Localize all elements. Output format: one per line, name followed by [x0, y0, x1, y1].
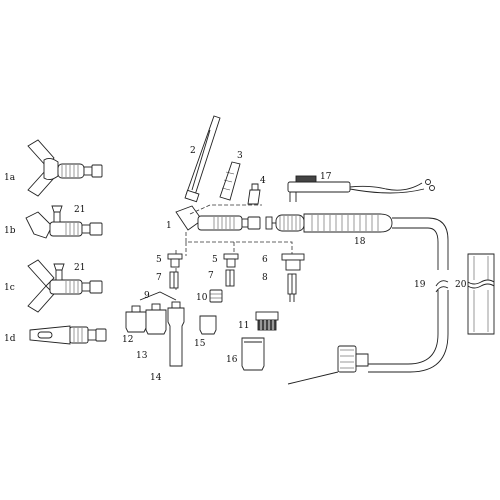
part-13-nozzle-long: [145, 303, 167, 335]
part-20-cover: [467, 253, 495, 335]
label-9: 9: [144, 291, 150, 301]
label-1c: 1c: [4, 283, 15, 293]
label-4: 4: [260, 176, 266, 186]
label-20: 20: [455, 280, 467, 290]
label-5-left: 5: [156, 255, 162, 265]
label-8: 8: [262, 273, 268, 283]
label-1a: 1a: [4, 173, 16, 183]
part-2-long-back-cap: [184, 115, 221, 203]
part-1-torch-body: [175, 205, 261, 231]
label-1b: 1b: [4, 226, 16, 236]
part-16-large-ceramic-nozzle: [241, 337, 265, 371]
part-10-collet-body: [209, 289, 223, 303]
part-15-short-nozzle: [199, 315, 217, 335]
part-5-left-collet-body-ring: [167, 253, 183, 268]
label-14: 14: [150, 373, 162, 383]
part-19-hose-assembly: [368, 217, 449, 373]
label-5-middle: 5: [212, 255, 218, 265]
label-7-left: 7: [156, 273, 162, 283]
part-hose-nut: [287, 345, 369, 385]
leader-9: [139, 291, 177, 301]
label-19: 19: [414, 280, 426, 290]
label-2: 2: [190, 146, 196, 156]
label-1d: 1d: [4, 334, 16, 344]
label-15: 15: [194, 339, 206, 349]
part-17-control-switch: [287, 175, 435, 202]
part-5-middle-collet-body-ring: [223, 253, 239, 268]
label-16: 16: [226, 355, 238, 365]
label-3: 3: [237, 151, 243, 161]
part-3-medium-back-cap: [219, 161, 241, 201]
part-1b-valve-torch-body: [25, 205, 103, 239]
part-4-short-back-cap: [247, 183, 261, 205]
label-10: 10: [196, 293, 208, 303]
part-7-middle-collet: [225, 269, 235, 287]
part-7-left-collet: [169, 271, 179, 289]
label-21-bottom: 21: [74, 263, 85, 273]
part-18-handle-grip: [303, 213, 428, 233]
label-12: 12: [122, 335, 133, 345]
part-1a-double-torch-body: [27, 139, 103, 197]
part-8-gas-lens-collet: [287, 273, 297, 302]
part-14-nozzle-extra-long: [167, 301, 185, 367]
label-21-top: 21: [74, 205, 85, 215]
part-1d-straight-handle: [29, 325, 107, 345]
part-11-gas-lens: [255, 311, 279, 331]
label-1: 1: [166, 221, 172, 231]
label-13: 13: [136, 351, 148, 361]
label-7-middle: 7: [208, 271, 214, 281]
part-12-nozzle: [125, 305, 147, 333]
label-17: 17: [320, 172, 332, 182]
label-11: 11: [238, 321, 249, 331]
part-6-gas-lens-insulator: [281, 253, 305, 271]
part-handle-connector: [265, 214, 305, 232]
label-6: 6: [262, 255, 268, 265]
part-1c-double-valve-torch-body: [27, 259, 103, 313]
label-18: 18: [354, 237, 366, 247]
